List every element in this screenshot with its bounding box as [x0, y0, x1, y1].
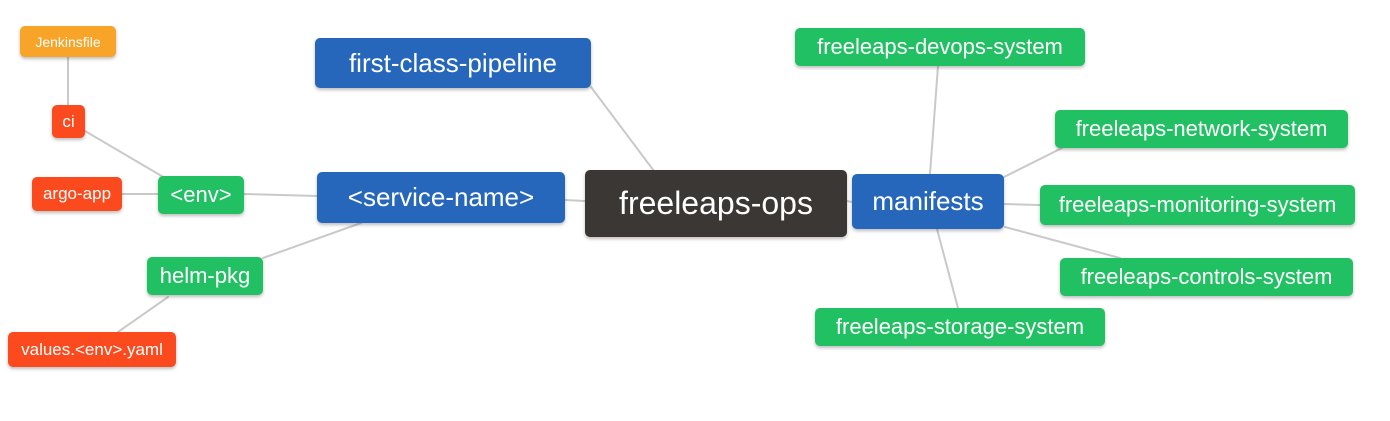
node-jenkinsfile[interactable]: Jenkinsfile	[20, 26, 116, 57]
edge-service-name-to-freeleaps-ops	[564, 199, 586, 202]
node-label: freeleaps-ops	[619, 185, 813, 221]
node-label: <service-name>	[347, 182, 535, 212]
edge-helm-pkg-to-service-name	[262, 222, 362, 259]
node-label: freeleaps-controls-system	[1080, 264, 1333, 289]
node-service-name[interactable]: <service-name>	[317, 172, 565, 223]
node-freeleaps-network-system[interactable]: freeleaps-network-system	[1055, 110, 1348, 148]
edge-helm-pkg-to-values-env-yaml	[117, 296, 169, 333]
node-freeleaps-devops-system[interactable]: freeleaps-devops-system	[795, 28, 1085, 66]
node-label: freeleaps-network-system	[1075, 116, 1328, 141]
edge-freeleaps-ops-to-manifests	[846, 200, 853, 203]
node-freeleaps-storage-system[interactable]: freeleaps-storage-system	[815, 308, 1105, 346]
edge-manifests-to-freeleaps-controls-system	[1004, 226, 1121, 259]
edge-first-class-pipeline-to-freeleaps-ops	[590, 86, 655, 172]
node-label: freeleaps-monitoring-system	[1058, 192, 1337, 217]
node-freeleaps-controls-system[interactable]: freeleaps-controls-system	[1060, 258, 1353, 296]
node-first-class-pipeline[interactable]: first-class-pipeline	[315, 38, 591, 88]
node-helm-pkg[interactable]: helm-pkg	[147, 257, 263, 295]
edge-manifests-to-freeleaps-network-system	[1003, 147, 1063, 178]
edge-env-to-service-name	[243, 193, 318, 197]
node-label: freeleaps-storage-system	[835, 314, 1085, 339]
node-label: ci	[62, 111, 75, 131]
edge-manifests-to-freeleaps-monitoring-system	[1003, 203, 1041, 206]
node-label: <env>	[170, 182, 232, 207]
node-label: values.<env>.yaml	[21, 339, 163, 359]
node-values-env-yaml[interactable]: values.<env>.yaml	[8, 332, 176, 367]
node-label: first-class-pipeline	[348, 47, 558, 78]
node-ci[interactable]: ci	[52, 105, 85, 138]
node-label: freeleaps-devops-system	[817, 34, 1063, 59]
node-label: Jenkinsfile	[35, 33, 101, 50]
edge-manifests-to-freeleaps-storage-system	[936, 228, 959, 309]
node-env[interactable]: <env>	[158, 176, 244, 214]
node-freeleaps-monitoring-system[interactable]: freeleaps-monitoring-system	[1040, 185, 1355, 225]
node-argo-app[interactable]: argo-app	[32, 177, 122, 211]
node-manifests[interactable]: manifests	[852, 174, 1004, 229]
edge-freeleaps-devops-system-to-manifests	[929, 65, 939, 175]
node-label: argo-app	[42, 184, 112, 203]
node-freeleaps-ops[interactable]: freeleaps-ops	[585, 170, 847, 237]
edge-ci-to-env	[84, 130, 166, 179]
node-label: helm-pkg	[159, 263, 251, 288]
node-label: manifests	[872, 186, 984, 216]
